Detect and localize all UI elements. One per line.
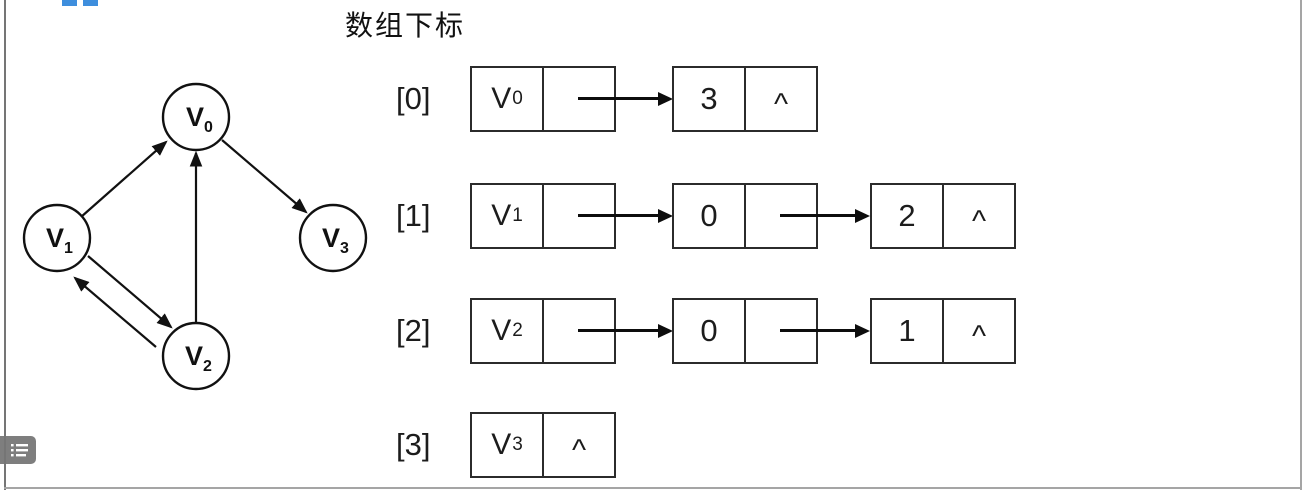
pointer-cell: ^ <box>744 68 816 130</box>
value-cell: 0 <box>700 313 718 348</box>
pointer-cell <box>744 300 816 362</box>
graph-node-label-v2: V2 <box>185 341 212 375</box>
value-cell: 0 <box>700 198 718 233</box>
edge-v1-to-v2 <box>87 255 173 329</box>
pointer-arrow <box>578 214 658 217</box>
blue-marker <box>83 0 98 6</box>
pointer-cell <box>542 300 614 362</box>
frame-border-bottom <box>4 487 1302 489</box>
array-index-label: [2] <box>396 313 431 348</box>
edge-v0-to-v3 <box>221 139 308 214</box>
list-toggle-button[interactable] <box>0 436 36 464</box>
edge-v2-to-v1 <box>73 276 157 348</box>
value-cell: 1 <box>898 313 916 348</box>
pointer-cell: ^ <box>942 300 1014 362</box>
frame-border-right <box>1300 0 1302 490</box>
pointer-cell: ^ <box>542 414 614 476</box>
pointer-cell <box>744 185 816 247</box>
blue-marker <box>62 0 77 6</box>
list-node-box: 3 ^ <box>672 66 818 132</box>
graph-node-v0 <box>161 82 231 152</box>
frame-border-left <box>4 0 6 490</box>
value-cell: 2 <box>898 198 916 233</box>
edge-v1-to-v0 <box>80 140 168 218</box>
array-index-label: [0] <box>396 81 431 116</box>
pointer-cell <box>542 68 614 130</box>
pointer-cell <box>542 185 614 247</box>
value-cell: 3 <box>700 81 718 116</box>
pointer-arrow <box>578 329 658 332</box>
graph-node-label-v1: V1 <box>46 223 73 257</box>
bulleted-list-icon <box>11 443 28 456</box>
graph-node-label-v0: V0 <box>186 102 213 136</box>
graph-node-v1 <box>22 203 92 273</box>
graph-node-v2 <box>161 321 231 391</box>
pointer-cell: ^ <box>942 185 1014 247</box>
array-index-label: [1] <box>396 198 431 233</box>
page-title: 数组下标 <box>345 10 466 41</box>
list-node-box: 1 ^ <box>870 298 1016 364</box>
graph-node-v3 <box>298 203 368 273</box>
pointer-arrow <box>780 214 855 217</box>
pointer-arrow <box>578 97 658 100</box>
graph-node-label-v3: V3 <box>322 223 349 257</box>
pointer-arrow <box>780 329 855 332</box>
list-node-box: 2 ^ <box>870 183 1016 249</box>
graph-diagram: V0 V1 V2 V3 <box>22 82 368 391</box>
array-index-label: [3] <box>396 427 431 462</box>
